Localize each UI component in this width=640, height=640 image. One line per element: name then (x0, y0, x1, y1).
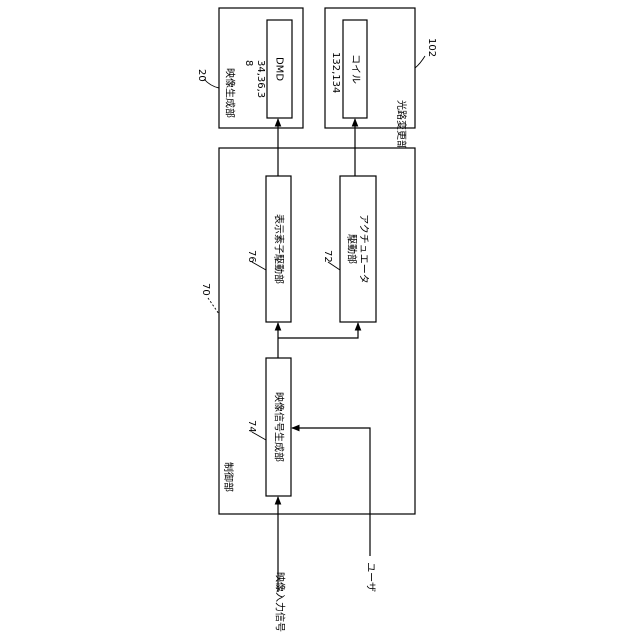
text-line: 駆動部 (346, 234, 359, 264)
coil-ref-numbers: 132,134 (330, 52, 341, 93)
video-generation-unit: DMD 映像生成部 34,36,38 20 (196, 8, 303, 128)
video-generation-unit-label: 映像生成部 (224, 68, 237, 118)
text-line: 34,36,3 (255, 60, 266, 98)
optical-path-change-unit-label: 光路変更部 (395, 100, 408, 150)
text-line: アクチュエータ (358, 214, 370, 284)
external-inputs: 映像入力信号 ユーザ (274, 562, 377, 632)
text-line: 8 (243, 60, 254, 66)
display-element-driver-label: 表示素子駆動部 (273, 214, 286, 284)
user-label: ユーザ (365, 562, 377, 592)
video-input-signal-label: 映像入力信号 (274, 572, 287, 632)
optical-path-change-unit-ref: 102 (426, 38, 437, 57)
optical-path-change-unit: コイル 132,134 光路変更部 102 (325, 8, 437, 150)
dmd-label: DMD (274, 57, 285, 81)
coil-label: コイル (350, 54, 361, 84)
control-unit-ref: 70 (200, 283, 211, 296)
dmd-element: DMD (267, 20, 292, 118)
optical-path-change-unit-ref-leader (415, 56, 425, 68)
actuator-driver-ref: 72 (322, 250, 333, 263)
video-signal-generation-label: 映像信号生成部 (273, 392, 286, 462)
control-unit-ref-leader (208, 298, 219, 314)
video-generation-unit-ref: 20 (196, 69, 207, 82)
control-unit: 制御部 70 映像信号生成部 74 表示素子駆動部 76 アクチュエータ駆動部 … (200, 148, 415, 514)
display-element-driver-ref: 76 (246, 250, 257, 263)
control-unit-label: 制御部 (222, 462, 235, 492)
video-signal-generation-ref: 74 (246, 420, 257, 433)
coil-element: コイル (343, 20, 367, 118)
control-unit-box (219, 148, 415, 514)
